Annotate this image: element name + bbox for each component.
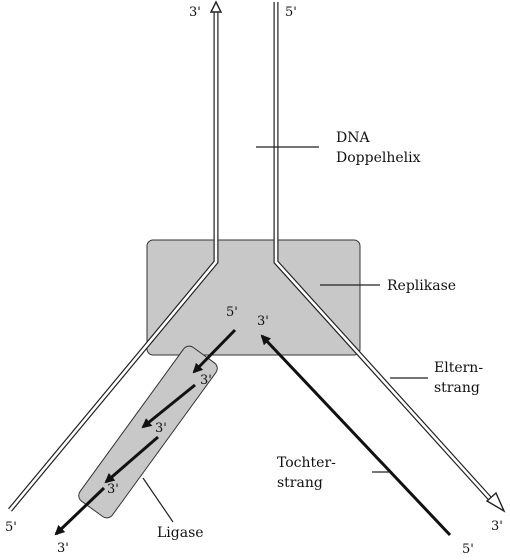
doppelhelix-label: Doppelhelix [336, 150, 421, 166]
right-parental-strand-inner [274, 2, 494, 503]
leading-strand-head-label: 3' [257, 314, 269, 329]
lagging-tip-end-label: 3' [57, 541, 69, 556]
lagging-top-5-label: 5' [226, 305, 238, 320]
top-left-end-label: 3' [189, 5, 201, 20]
tochter-label-line1: Tochter- [277, 455, 336, 471]
okazaki-fragment-3 [104, 435, 159, 484]
eltern-label-line2: strang [434, 380, 480, 396]
top-right-end-label: 5' [285, 5, 297, 20]
fragment-2-end-label: 3' [155, 421, 167, 436]
top-left-arrowhead-icon [209, 0, 223, 13]
leading-daughter-strand [260, 334, 452, 537]
tochter-label-line2: strang [277, 475, 323, 491]
okazaki-fragment-4 [54, 486, 106, 536]
replikase-label: Replikase [387, 278, 456, 294]
okazaki-fragment-1 [192, 328, 237, 374]
left-parental-strand-inner [8, 12, 218, 511]
bottom-right-arrowhead-icon [485, 491, 506, 513]
eltern-label-line1: Eltern- [434, 360, 483, 376]
leading-strand-start-label: 5' [462, 542, 474, 557]
ligase-leader-line [142, 477, 174, 523]
replikase-box [146, 239, 361, 356]
okazaki-fragment-2 [141, 383, 196, 429]
ligase-label: Ligase [157, 525, 204, 541]
fragment-1-end-label: 3' [200, 373, 212, 388]
bottom-right-end-label: 3' [491, 519, 503, 534]
dna-label: DNA [336, 130, 370, 146]
bottom-left-end-label: 5' [5, 520, 17, 535]
fragment-3-end-label: 3' [107, 482, 119, 497]
